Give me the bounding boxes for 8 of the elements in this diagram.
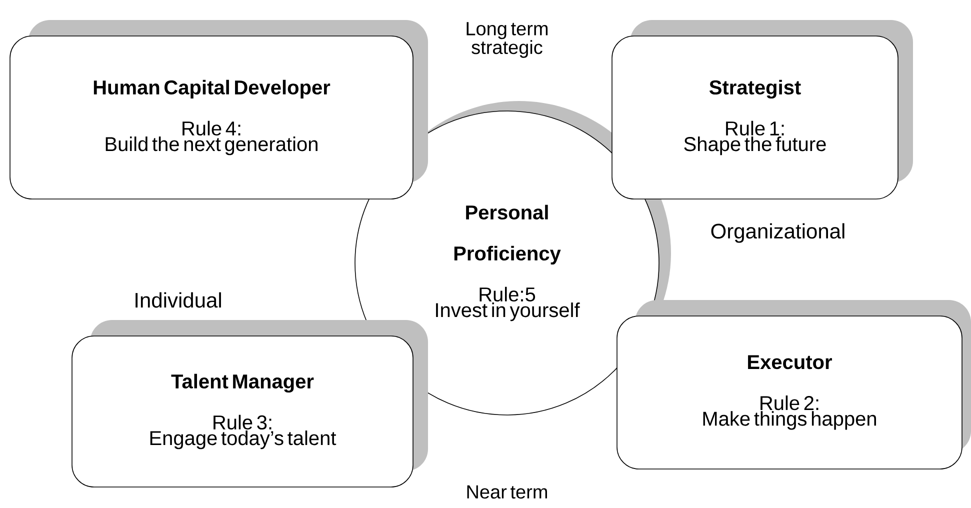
axis-label: Long term strategic: [466, 22, 548, 58]
rounded-box: Executor Rule 2: Make things happen: [616, 300, 971, 470]
rounded-box: Human Capital Developer Rule 4: Build the next generation: [10, 20, 428, 200]
axis-label: Organizational: [711, 223, 844, 243]
axis-label: Near term: [467, 485, 547, 499]
rounded-box: Strategist Rule 1: Shape the future: [612, 20, 913, 200]
axis-label: Individual: [136, 292, 221, 308]
rounded-box: Talent Manager Rule 3: Engage today’s talent: [72, 320, 428, 488]
